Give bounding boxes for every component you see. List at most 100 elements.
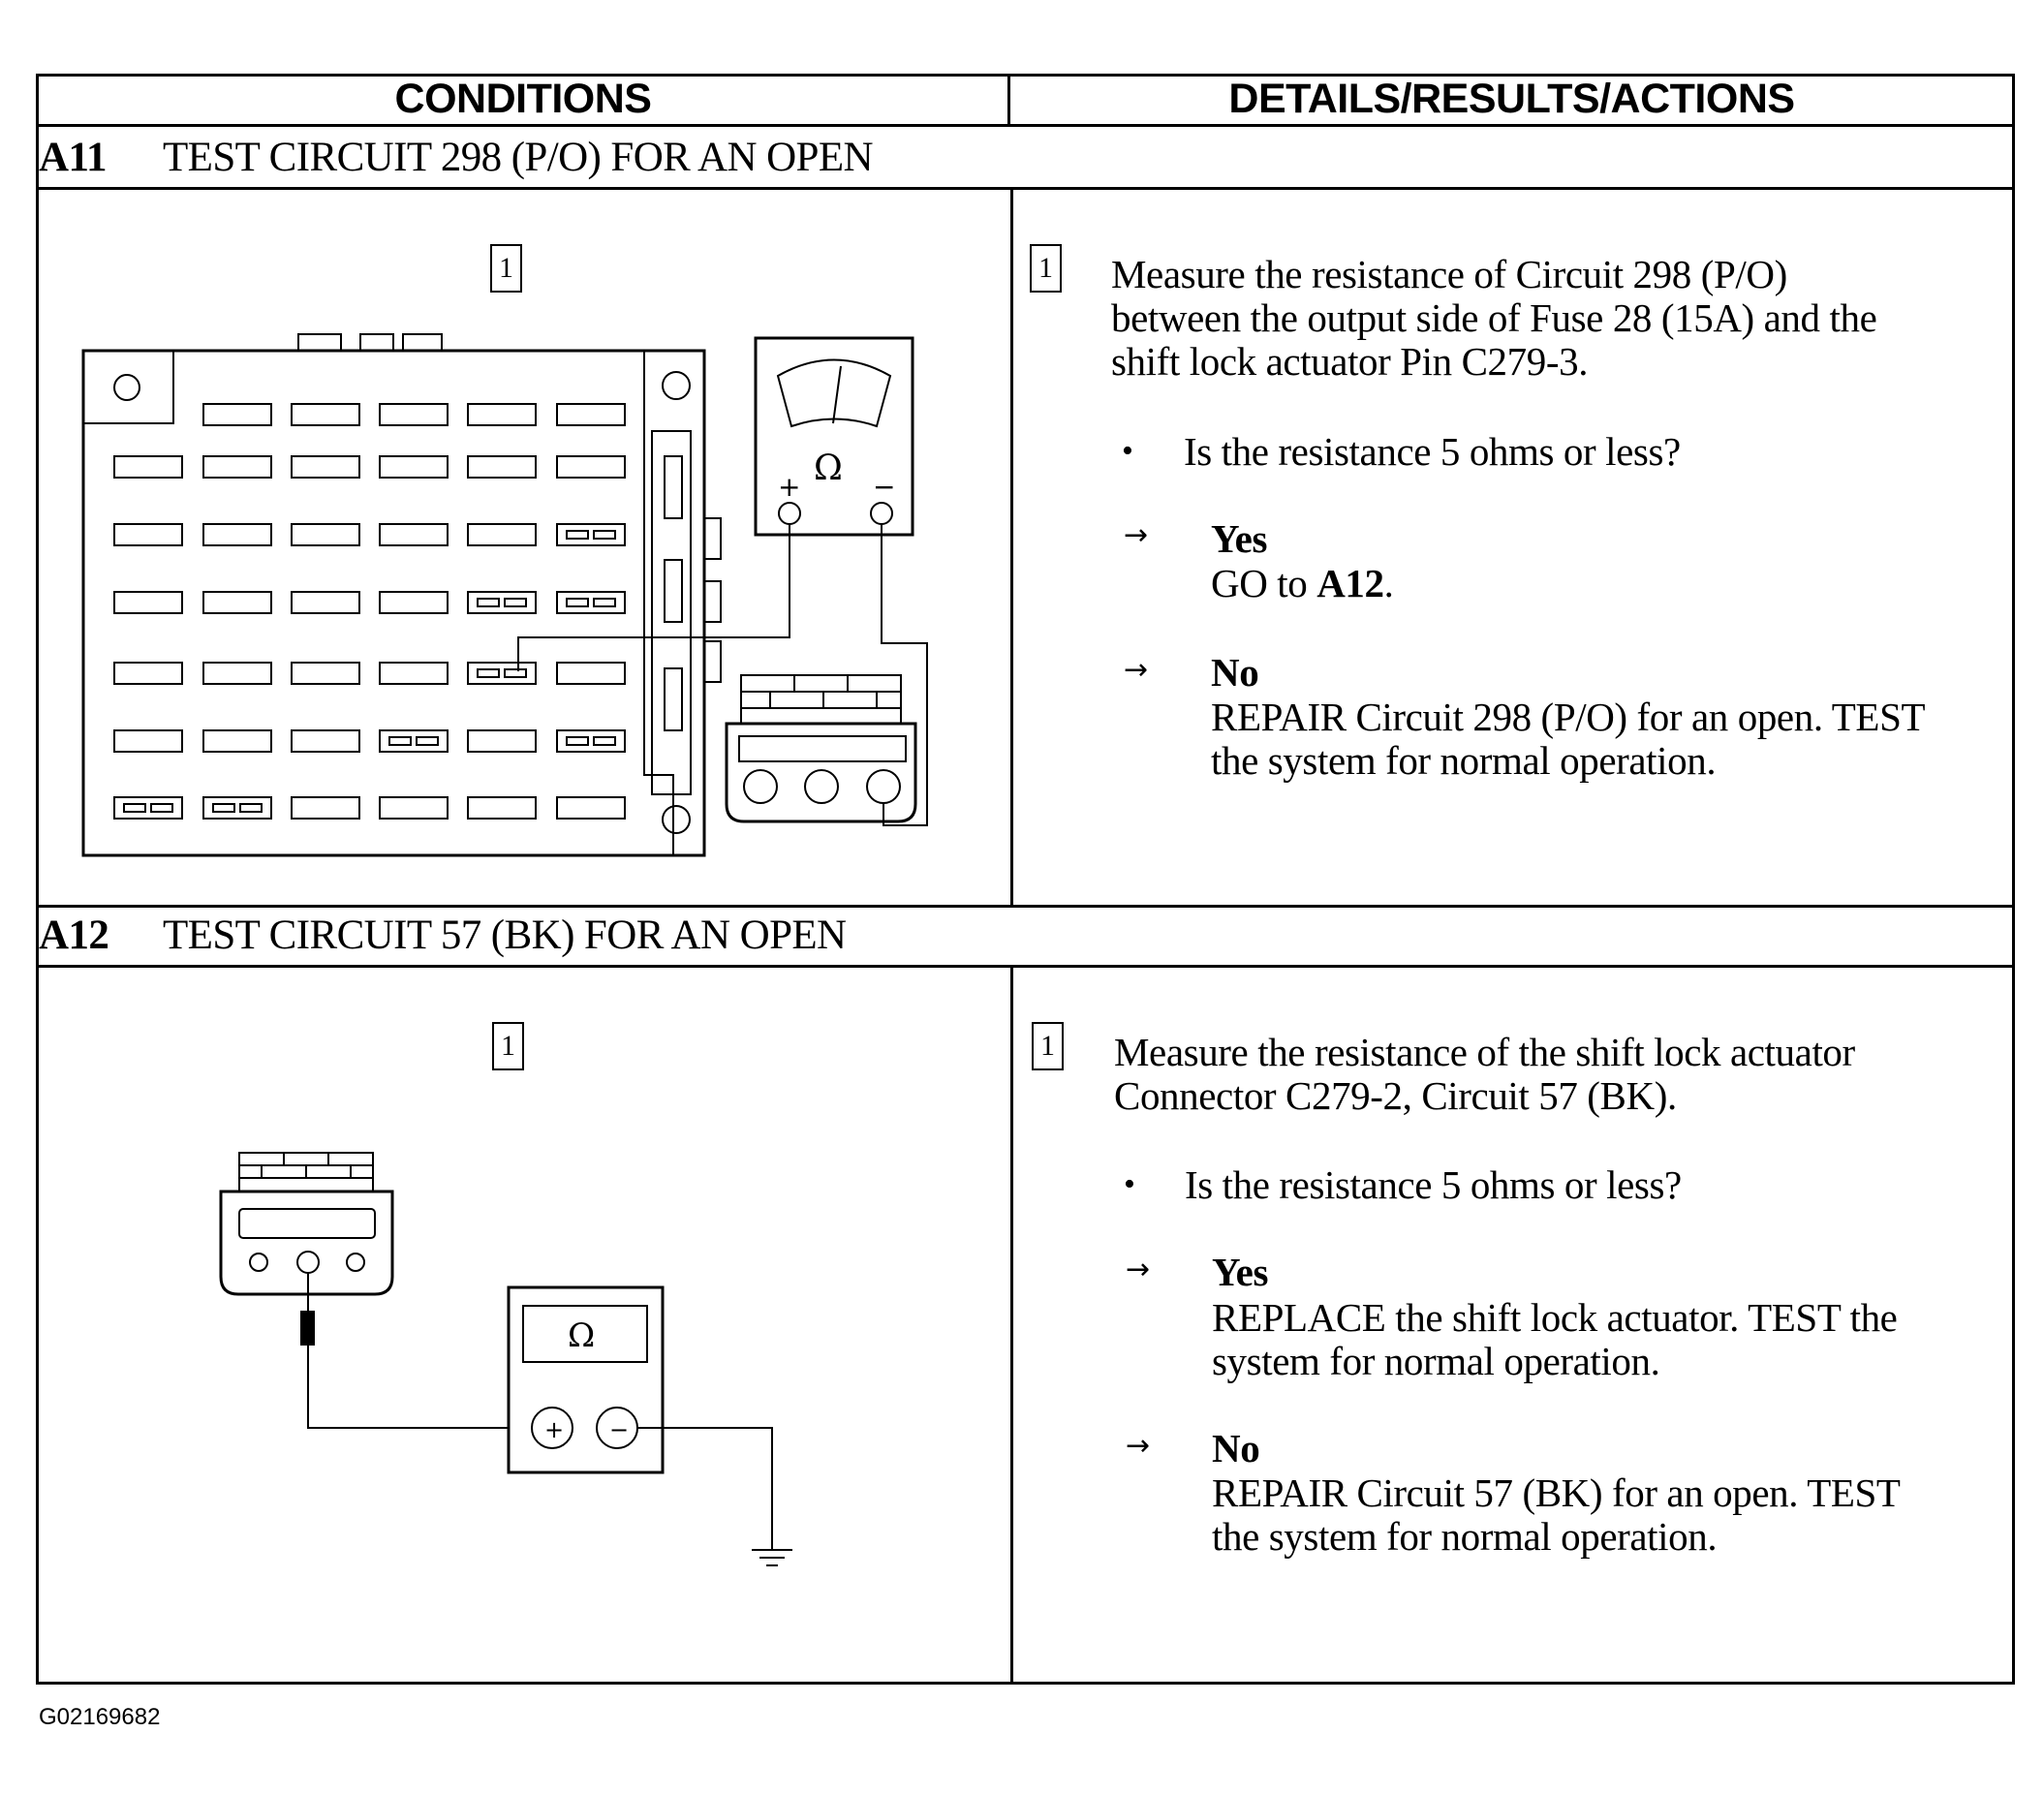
a12-no-action-line-2: the system for normal operation.: [1212, 1514, 1718, 1559]
fuse-slot: [556, 403, 626, 426]
test-leads-a11: [517, 524, 928, 826]
fuse-slot: [556, 455, 626, 479]
a11-yes-action-suffix: .: [1383, 561, 1394, 605]
actuator-connector-a11: [725, 674, 917, 823]
a12-title-divider: [36, 965, 2015, 968]
a12-yes-label: Yes: [1212, 1250, 1269, 1294]
a11-no-action-line-2: the system for normal operation.: [1211, 738, 1717, 783]
fuse-panel: [81, 333, 722, 857]
a12-yes-action-line-2: system for normal operation.: [1212, 1339, 1660, 1383]
a11-yes-arrow-icon: →: [1124, 518, 1149, 552]
mini-fuse: [593, 598, 616, 607]
minus-label: −: [873, 471, 895, 503]
plus-label-a12: +: [544, 1416, 564, 1443]
mini-fuse: [212, 803, 235, 813]
fuse-slot: [291, 455, 360, 479]
a12-no-arrow-icon: →: [1126, 1429, 1151, 1463]
mini-fuse: [477, 668, 500, 678]
a12-instruction-line-1: Measure the resistance of the shift lock…: [1114, 1030, 1855, 1074]
a11-diagram-step-number: 1: [490, 244, 522, 293]
fuse-grid: [113, 403, 626, 820]
fuse-slot: [467, 729, 537, 753]
fuse-slot: [467, 796, 537, 820]
fuse-slot: [291, 403, 360, 426]
header-column-divider: [1007, 74, 1010, 124]
fuse-slot: [467, 455, 537, 479]
fuse-slot: [379, 796, 449, 820]
a12-column-divider: [1010, 965, 1013, 1685]
mini-fuse: [504, 668, 527, 678]
mini-fuse: [239, 803, 263, 813]
a11-no-arrow-icon: →: [1124, 653, 1149, 687]
a11-question-bullet: •: [1122, 433, 1133, 469]
mini-fuse: [477, 598, 500, 607]
fuse-slot: [291, 796, 360, 820]
digital-ohmmeter: Ω + −: [507, 1285, 665, 1474]
a12-step-number: 1: [1032, 1022, 1064, 1070]
test-a11-id: A11: [39, 134, 107, 180]
a12-title-top-divider: [36, 905, 2015, 908]
ohm-symbol-a12: Ω: [568, 1316, 595, 1355]
a11-column-divider: [1010, 187, 1013, 905]
fuse-slot: [113, 729, 183, 753]
test-a12-title-text: TEST CIRCUIT 57 (BK) FOR AN OPEN: [163, 912, 847, 958]
a11-yes-action-prefix: GO to: [1211, 561, 1317, 605]
fuse-slot: [379, 729, 449, 753]
mini-fuse: [566, 736, 589, 746]
fuse-slot: [202, 591, 272, 614]
fuse-slot: [556, 591, 626, 614]
fuse-slot: [291, 662, 360, 685]
fuse-slot: [379, 523, 449, 546]
a12-no-action-line-1: REPAIR Circuit 57 (BK) for an open. TEST: [1212, 1470, 1901, 1515]
fuse-slot: [202, 455, 272, 479]
a12-no-label: No: [1212, 1426, 1260, 1470]
mini-fuse: [150, 803, 173, 813]
mini-fuse: [416, 736, 439, 746]
conditions-header: CONDITIONS: [394, 75, 652, 122]
positive-terminal-a12: [531, 1407, 573, 1449]
fuse-slot: [113, 523, 183, 546]
a11-yes-action: GO to A12.: [1211, 562, 1394, 605]
fuse-slot: [113, 662, 183, 685]
fuse-slot: [202, 796, 272, 820]
fuse-slot: [467, 662, 537, 685]
test-a11-title: A11 TEST CIRCUIT 298 (P/O) FOR AN OPEN: [39, 130, 874, 184]
a11-no-action-line-1: REPAIR Circuit 298 (P/O) for an open. TE…: [1211, 695, 1926, 739]
test-a12-id: A12: [39, 912, 109, 958]
fuse-slot: [379, 591, 449, 614]
fuse-slot: [291, 591, 360, 614]
a11-yes-action-link[interactable]: A12: [1316, 561, 1384, 605]
a11-question: Is the resistance 5 ohms or less?: [1184, 429, 1681, 474]
a11-title-divider: [36, 187, 2015, 190]
fuse-slot: [113, 455, 183, 479]
mini-fuse: [593, 530, 616, 540]
fuse-slot: [467, 523, 537, 546]
minus-label-a12: −: [609, 1416, 629, 1443]
fuse-slot: [113, 796, 183, 820]
a12-question: Is the resistance 5 ohms or less?: [1185, 1162, 1682, 1207]
fuse-slot: [202, 662, 272, 685]
a11-instruction-line-2: between the output side of Fuse 28 (15A)…: [1111, 295, 1877, 340]
test-a11-title-text: TEST CIRCUIT 298 (P/O) FOR AN OPEN: [163, 134, 874, 180]
fuse-slot: [291, 523, 360, 546]
mini-fuse: [388, 736, 412, 746]
mini-fuse: [593, 736, 616, 746]
a12-yes-action-line-1: REPLACE the shift lock actuator. TEST th…: [1212, 1295, 1898, 1340]
mini-fuse: [566, 598, 589, 607]
fuse-slot: [202, 523, 272, 546]
fuse-slot: [113, 591, 183, 614]
fuse-slot: [556, 662, 626, 685]
a12-yes-arrow-icon: →: [1126, 1253, 1151, 1286]
a11-instruction-line-1: Measure the resistance of Circuit 298 (P…: [1111, 252, 1787, 296]
a11-instruction-line-3: shift lock actuator Pin C279-3.: [1111, 339, 1589, 384]
fuse-slot: [556, 796, 626, 820]
header-divider: [36, 124, 2015, 127]
ohm-symbol: Ω: [814, 449, 843, 488]
a12-instruction-line-2: Connector C279-2, Circuit 57 (BK).: [1114, 1073, 1677, 1118]
fuse-slot: [379, 455, 449, 479]
a11-yes-label: Yes: [1211, 516, 1268, 561]
a12-question-bullet: •: [1124, 1166, 1135, 1202]
figure-id: G02169682: [39, 1704, 161, 1730]
mini-fuse: [566, 530, 589, 540]
